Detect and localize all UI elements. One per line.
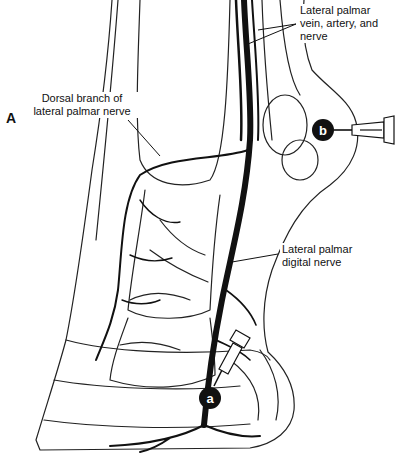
part-label: Dorsal branch of lateral palmar nerve: [26, 92, 138, 118]
callout-letter: b: [319, 124, 327, 137]
figure-letter: A: [4, 112, 24, 125]
part-label: Lateral palmar vein, artery, and nerve: [298, 4, 384, 43]
callout-circle: a: [199, 387, 221, 409]
callout-letter: a: [206, 392, 213, 405]
part-label: Lateral palmar digital nerve: [280, 243, 366, 269]
callout-circle: b: [312, 119, 334, 141]
